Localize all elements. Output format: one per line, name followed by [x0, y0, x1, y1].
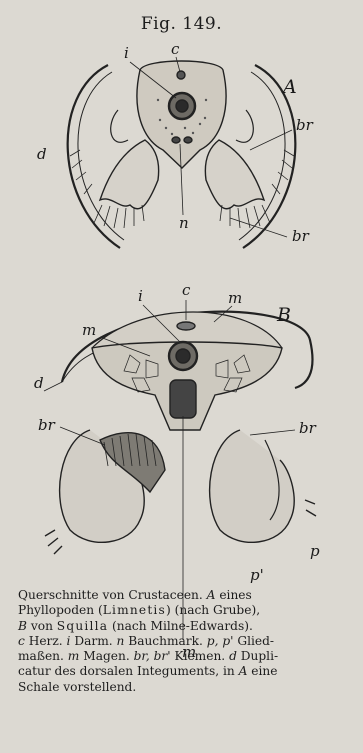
figure-caption: Querschnitte von Crustaceen. A eines Phy…	[18, 588, 350, 695]
label-a-c: c	[171, 40, 180, 58]
label-b-br-right: br	[299, 419, 317, 437]
label-b-br-left: br	[38, 416, 56, 434]
label-b-p: p	[310, 542, 320, 560]
label-a-d: d	[37, 145, 47, 163]
panel-a-letter: A	[281, 76, 297, 98]
label-b-m-left: m	[82, 321, 96, 339]
label-a-br-lower: br	[292, 227, 310, 245]
label-a-n: n	[179, 214, 189, 232]
label-b-d: d	[34, 374, 44, 392]
label-a-i: i	[124, 44, 129, 62]
panel-b-letter: B	[276, 304, 291, 326]
label-b-p-prime: p'	[250, 566, 264, 584]
label-b-c: c	[182, 281, 191, 299]
label-b-m-top: m	[228, 289, 242, 307]
caption-line: Schale vorstellend.	[18, 680, 350, 695]
caption-line: Querschnitte von Crustaceen. A eines	[18, 588, 350, 603]
caption-line: B von Squilla (nach Milne-Edwards).	[18, 619, 350, 634]
caption-line: c Herz. i Darm. n Bauchmark. p, p' Glied…	[18, 634, 350, 649]
caption-line: maßen. m Magen. br, br' Kiemen. d Dupli-	[18, 649, 350, 664]
caption-line: Phyllopoden (Limnetis) (nach Grube),	[18, 603, 350, 618]
label-a-br-upper: br	[296, 116, 314, 134]
label-b-i: i	[138, 287, 143, 305]
caption-line: catur des dorsalen Integuments, in A ein…	[18, 664, 350, 679]
